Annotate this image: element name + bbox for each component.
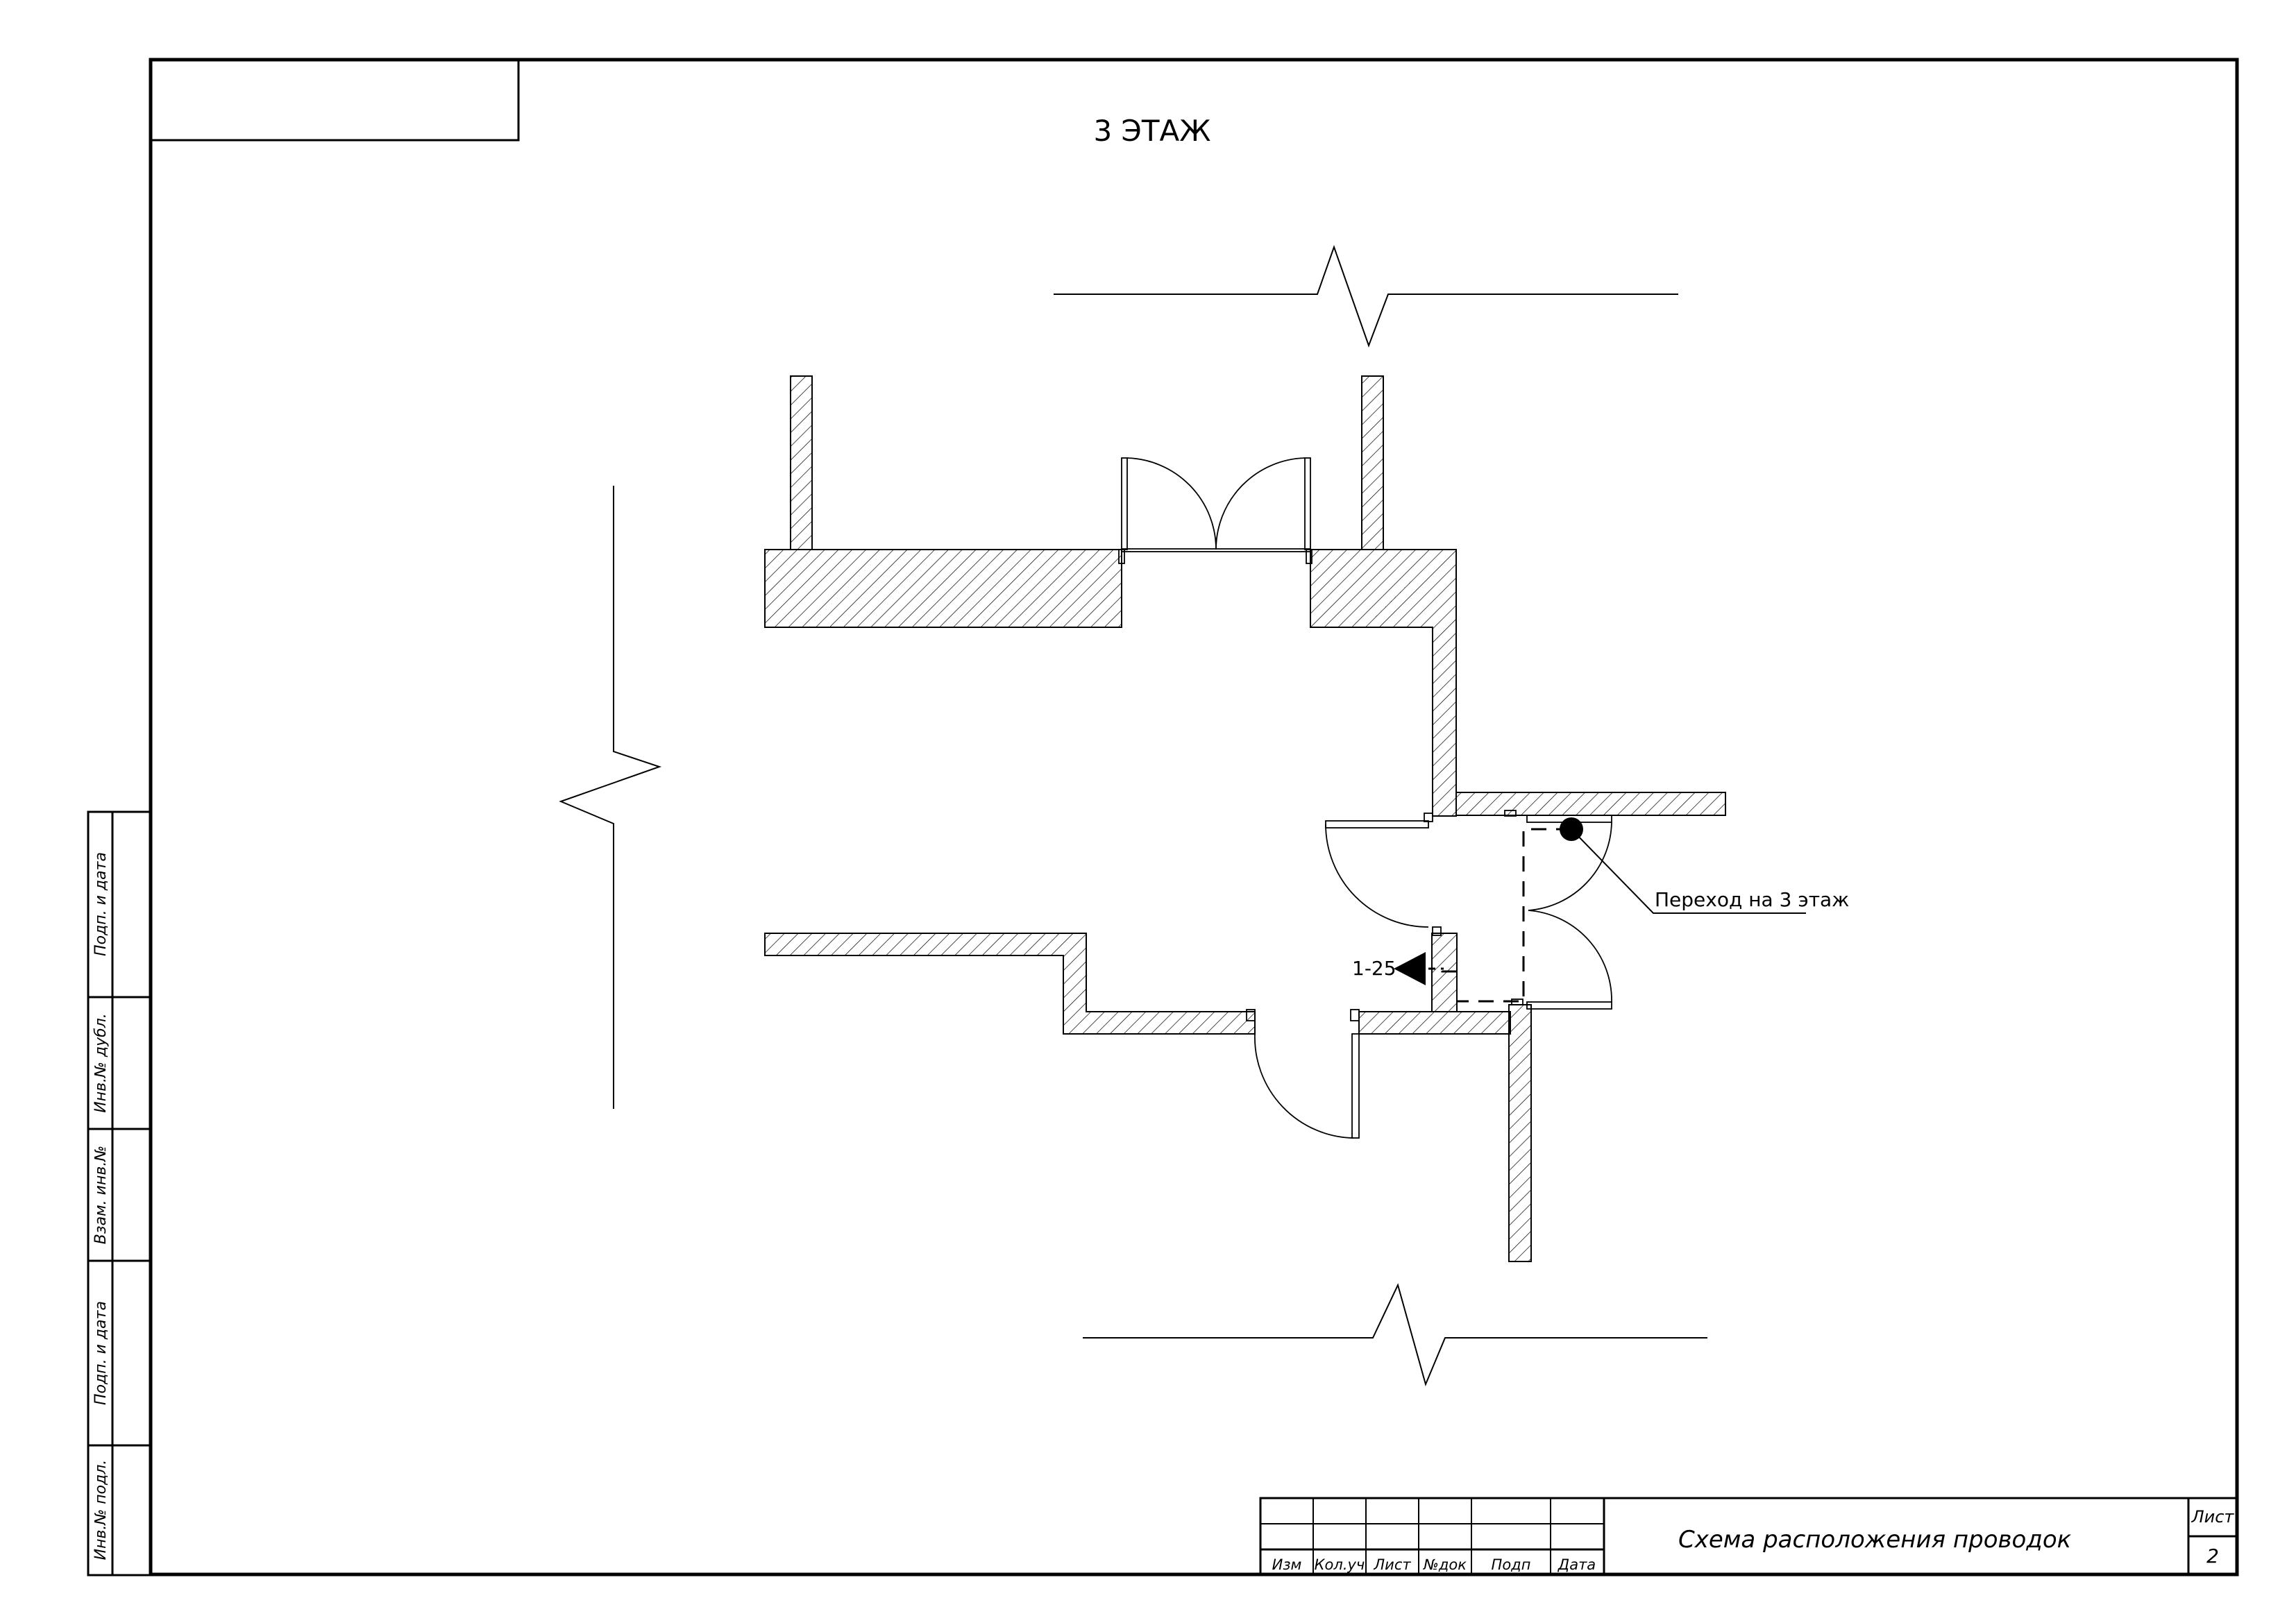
header-ndok: №док (1423, 1556, 1467, 1573)
sheet-number: 2 (2206, 1545, 2219, 1567)
door-double-top (1118, 457, 1312, 564)
stamp-replace-inv: Взам. инв.№ (92, 1146, 110, 1244)
stamp-inv-dup: Инв.№ дубл. (92, 1013, 110, 1113)
wall-lower-right (1508, 1004, 1532, 1262)
wall-right-stub (1361, 375, 1384, 550)
floor-title: 3 ЭТАЖ (1093, 114, 1210, 148)
break-lines (559, 244, 1707, 1387)
stamp-sign-date-2: Подп. и дата (92, 1301, 110, 1405)
wall-lower-left (764, 933, 1256, 1035)
break-line-top (1054, 244, 1678, 348)
side-stamp-labels: Подп. и дата Инв.№ дубл. Взам. инв.№ Под… (92, 852, 110, 1560)
stamp-inv-orig: Инв.№ подл. (92, 1460, 110, 1561)
wiring-route (1441, 828, 1571, 1003)
annotation-leader (1571, 829, 1806, 914)
title-block-headers: Изм Кол.уч Лист №док Подп Дата (1272, 1556, 1596, 1573)
header-kol-uch: Кол.уч (1315, 1556, 1365, 1573)
sheet-label: Лист (2191, 1507, 2235, 1527)
wall-east-corridor (1455, 792, 1726, 816)
marker-triangle (1394, 952, 1426, 985)
wall-left-stub (790, 375, 813, 550)
header-podp: Подп (1492, 1556, 1531, 1573)
door-corridor-right (1504, 810, 1612, 1010)
header-list: Лист (1373, 1556, 1411, 1573)
title-block (1259, 1497, 2238, 1576)
wall-lower-middle (1358, 1011, 1511, 1035)
door-lower (1246, 1009, 1360, 1139)
doors (1118, 457, 1612, 1139)
side-stamp (87, 810, 152, 1577)
walls (764, 375, 1726, 1262)
transition-annotation: Переход на 3 этаж (1655, 888, 1849, 911)
header-data: Дата (1558, 1556, 1596, 1573)
sheet-frame (149, 58, 2239, 1577)
door-corridor-left (1325, 813, 1442, 936)
drawing-description: Схема расположения проводок (1678, 1526, 2072, 1554)
stamp-sign-date-1: Подп. и дата (92, 852, 110, 956)
break-line-bottom (1083, 1283, 1707, 1387)
header-izm: Изм (1272, 1556, 1302, 1573)
wall-upper-right (1310, 549, 1457, 817)
break-line-left (559, 486, 662, 1109)
wall-upper-left (764, 549, 1122, 628)
marker-label: 1-25 (1352, 957, 1396, 980)
